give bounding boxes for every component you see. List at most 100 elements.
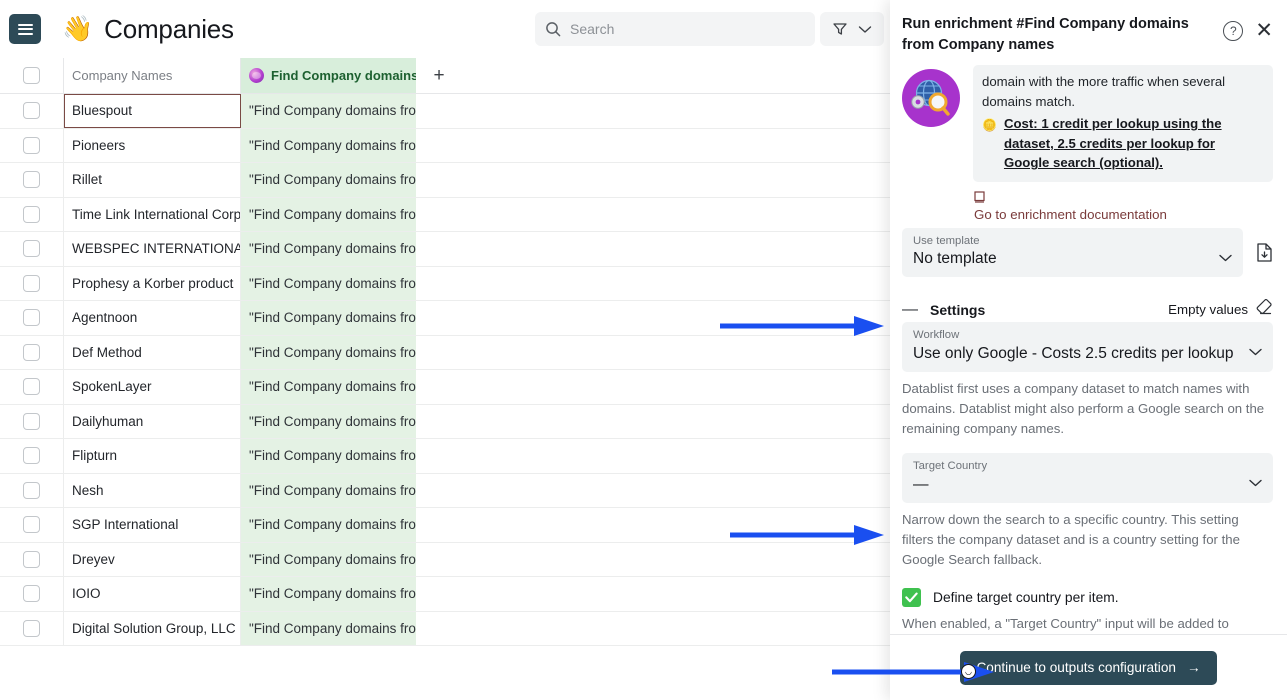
row-select-cell[interactable] — [0, 439, 64, 473]
minus-icon[interactable]: — — [902, 300, 918, 318]
table-row[interactable]: Pioneers"Find Company domains fro... — [0, 128, 890, 163]
cell-enrichment[interactable]: "Find Company domains fro... — [241, 335, 416, 369]
cell-company-name[interactable]: Dailyhuman — [64, 404, 241, 438]
table-row[interactable]: Digital Solution Group, LLC"Find Company… — [0, 611, 890, 646]
template-select[interactable]: Use template No template — [902, 227, 1243, 278]
cell-enrichment[interactable]: "Find Company domains fro... — [241, 266, 416, 300]
cell-enrichment[interactable]: "Find Company domains fro... — [241, 94, 416, 128]
row-checkbox[interactable] — [23, 550, 40, 568]
cell-enrichment[interactable]: "Find Company domains fro... — [241, 404, 416, 438]
cell-company-name[interactable]: Def Method — [64, 335, 241, 369]
row-select-cell[interactable] — [0, 163, 64, 197]
row-checkbox[interactable] — [23, 240, 40, 258]
cell-company-name[interactable]: Pioneers — [64, 128, 241, 162]
row-select-cell[interactable] — [0, 301, 64, 335]
row-checkbox[interactable] — [23, 102, 40, 120]
row-select-cell[interactable] — [0, 335, 64, 369]
row-select-cell[interactable] — [0, 404, 64, 438]
row-select-cell[interactable] — [0, 473, 64, 507]
filter-icon[interactable] — [832, 21, 848, 37]
table-row[interactable]: Flipturn"Find Company domains fro... — [0, 439, 890, 474]
table-row[interactable]: Dreyev"Find Company domains fro... — [0, 542, 890, 577]
table-row[interactable]: Rillet"Find Company domains fro... — [0, 163, 890, 198]
table-row[interactable]: WEBSPEC INTERNATIONAL..."Find Company do… — [0, 232, 890, 267]
row-select-cell[interactable] — [0, 266, 64, 300]
cell-company-name[interactable]: SGP International — [64, 508, 241, 542]
table-row[interactable]: Def Method"Find Company domains fro... — [0, 335, 890, 370]
search-box[interactable] — [535, 12, 815, 46]
table-row[interactable]: Dailyhuman"Find Company domains fro... — [0, 404, 890, 439]
continue-button[interactable]: Continue to outputs configuration → — [960, 650, 1217, 685]
table-row[interactable]: Bluespout"Find Company domains fro... — [0, 94, 890, 129]
empty-values-action[interactable]: Empty values — [1168, 299, 1273, 320]
cell-enrichment[interactable]: "Find Company domains fro... — [241, 508, 416, 542]
row-checkbox[interactable] — [23, 274, 40, 292]
search-input[interactable] — [570, 21, 805, 37]
cell-company-name[interactable]: IOIO — [64, 577, 241, 611]
add-column-button[interactable]: + — [433, 64, 445, 86]
row-select-cell[interactable] — [0, 577, 64, 611]
row-checkbox[interactable] — [23, 309, 40, 327]
cell-company-name[interactable]: Time Link International Corp. — [64, 197, 241, 231]
cell-enrichment[interactable]: "Find Company domains fro... — [241, 128, 416, 162]
table-row[interactable]: IOIO"Find Company domains fro... — [0, 577, 890, 612]
row-select-cell[interactable] — [0, 128, 64, 162]
column-header-enrichment[interactable]: Find Company domains f... — [241, 58, 416, 93]
cell-enrichment[interactable]: "Find Company domains fro... — [241, 577, 416, 611]
cell-company-name[interactable]: Digital Solution Group, LLC — [64, 611, 241, 645]
cell-enrichment[interactable]: "Find Company domains fro... — [241, 439, 416, 473]
table-row[interactable]: Nesh"Find Company domains fro... — [0, 473, 890, 508]
cell-company-name[interactable]: SpokenLayer — [64, 370, 241, 404]
cell-company-name[interactable]: Flipturn — [64, 439, 241, 473]
cell-company-name[interactable]: Prophesy a Korber product — [64, 266, 241, 300]
workflow-field[interactable]: Workflow Use only Google - Costs 2.5 cre… — [902, 322, 1273, 372]
table-row[interactable]: Agentnoon"Find Company domains fro... — [0, 301, 890, 336]
row-checkbox[interactable] — [23, 516, 40, 534]
cell-enrichment[interactable]: "Find Company domains fro... — [241, 197, 416, 231]
per-item-checkbox[interactable] — [902, 587, 921, 607]
row-select-cell[interactable] — [0, 611, 64, 645]
table-row[interactable]: SGP International"Find Company domains f… — [0, 508, 890, 543]
cost-link[interactable]: Cost: 1 credit per lookup using the data… — [1003, 116, 1222, 171]
cell-company-name[interactable]: Nesh — [64, 473, 241, 507]
row-select-cell[interactable] — [0, 370, 64, 404]
table-row[interactable]: Prophesy a Korber product"Find Company d… — [0, 266, 890, 301]
target-country-field[interactable]: Target Country — — [902, 453, 1273, 503]
column-header-company-names[interactable]: Company Names — [64, 58, 241, 93]
row-select-cell[interactable] — [0, 508, 64, 542]
cell-company-name[interactable]: Bluespout — [64, 94, 241, 128]
cell-enrichment[interactable]: "Find Company domains fro... — [241, 370, 416, 404]
row-checkbox[interactable] — [23, 447, 40, 465]
table-row[interactable]: SpokenLayer"Find Company domains fro... — [0, 370, 890, 405]
table-row[interactable]: Time Link International Corp."Find Compa… — [0, 197, 890, 232]
cell-enrichment[interactable]: "Find Company domains fro... — [241, 611, 416, 645]
cell-company-name[interactable]: Agentnoon — [64, 301, 241, 335]
row-select-cell[interactable] — [0, 94, 64, 128]
cell-enrichment[interactable]: "Find Company domains fro... — [241, 542, 416, 576]
cell-enrichment[interactable]: "Find Company domains fro... — [241, 163, 416, 197]
cell-company-name[interactable]: Rillet — [64, 163, 241, 197]
select-all-checkbox[interactable] — [23, 67, 40, 84]
row-checkbox[interactable] — [23, 585, 40, 603]
cell-company-name[interactable]: WEBSPEC INTERNATIONAL... — [64, 232, 241, 266]
row-select-cell[interactable] — [0, 197, 64, 231]
chevron-down-icon[interactable] — [858, 25, 872, 34]
question-mark-icon[interactable]: ? — [1223, 20, 1244, 41]
row-checkbox[interactable] — [23, 136, 40, 154]
documentation-link[interactable]: Go to enrichment documentation — [974, 206, 1167, 222]
row-checkbox[interactable] — [23, 619, 40, 637]
row-checkbox[interactable] — [23, 412, 40, 430]
cell-enrichment[interactable]: "Find Company domains fro... — [241, 232, 416, 266]
cell-enrichment[interactable]: "Find Company domains fro... — [241, 301, 416, 335]
row-select-cell[interactable] — [0, 542, 64, 576]
row-checkbox[interactable] — [23, 171, 40, 189]
row-checkbox[interactable] — [23, 205, 40, 223]
row-select-cell[interactable] — [0, 232, 64, 266]
save-template-icon[interactable] — [1256, 243, 1273, 262]
row-checkbox[interactable] — [23, 378, 40, 396]
cell-enrichment[interactable]: "Find Company domains fro... — [241, 473, 416, 507]
cell-company-name[interactable]: Dreyev — [64, 542, 241, 576]
row-checkbox[interactable] — [23, 343, 40, 361]
row-checkbox[interactable] — [23, 481, 40, 499]
select-all-cell[interactable] — [0, 58, 64, 93]
